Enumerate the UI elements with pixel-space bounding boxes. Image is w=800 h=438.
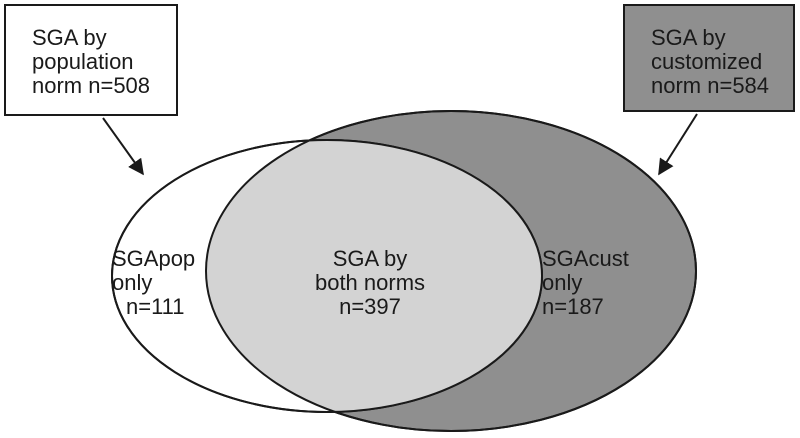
- cust-only-line1: SGAcust: [542, 246, 629, 271]
- customized-norm-box: SGA by customized norm n=584: [623, 4, 795, 112]
- pop-only-label: SGApop only n=111: [112, 247, 212, 319]
- population-box-line3: norm n=508: [32, 73, 151, 98]
- population-box-line2: population: [32, 49, 134, 74]
- customized-norm-outline: [205, 110, 697, 432]
- population-norm-box: SGA by population norm n=508: [4, 4, 178, 116]
- both-norms-label: SGA by both norms n=397: [290, 247, 450, 319]
- population-box-line1: SGA by: [32, 25, 107, 50]
- pop-only-line2: only: [112, 270, 153, 295]
- pop-only-count: n=111: [126, 294, 185, 319]
- cust-only-label: SGAcust only n=187: [542, 247, 652, 319]
- both-line1: SGA by: [332, 246, 408, 271]
- pop-only-line1: SGApop: [112, 246, 196, 271]
- customized-box-line3: norm n=584: [651, 73, 770, 98]
- customized-box-line2: customized: [651, 49, 763, 74]
- population-arrow: [102, 117, 144, 176]
- both-count: n=397: [339, 294, 401, 319]
- both-line2: both norms: [314, 270, 426, 295]
- customized-box-line1: SGA by: [651, 25, 726, 50]
- population-norm-outline: [111, 139, 543, 413]
- cust-only-count: n=187: [542, 294, 604, 319]
- customized-arrow: [658, 113, 698, 176]
- cust-only-line2: only: [542, 270, 583, 295]
